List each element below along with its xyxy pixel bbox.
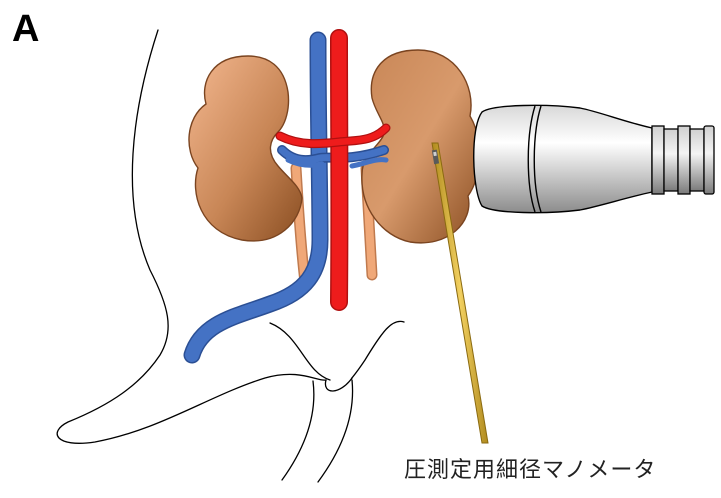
manometer-caption: 圧測定用細径マノメータ (404, 460, 656, 482)
panel-label: A (12, 10, 39, 48)
ultrasound-probe-icon (474, 105, 714, 212)
